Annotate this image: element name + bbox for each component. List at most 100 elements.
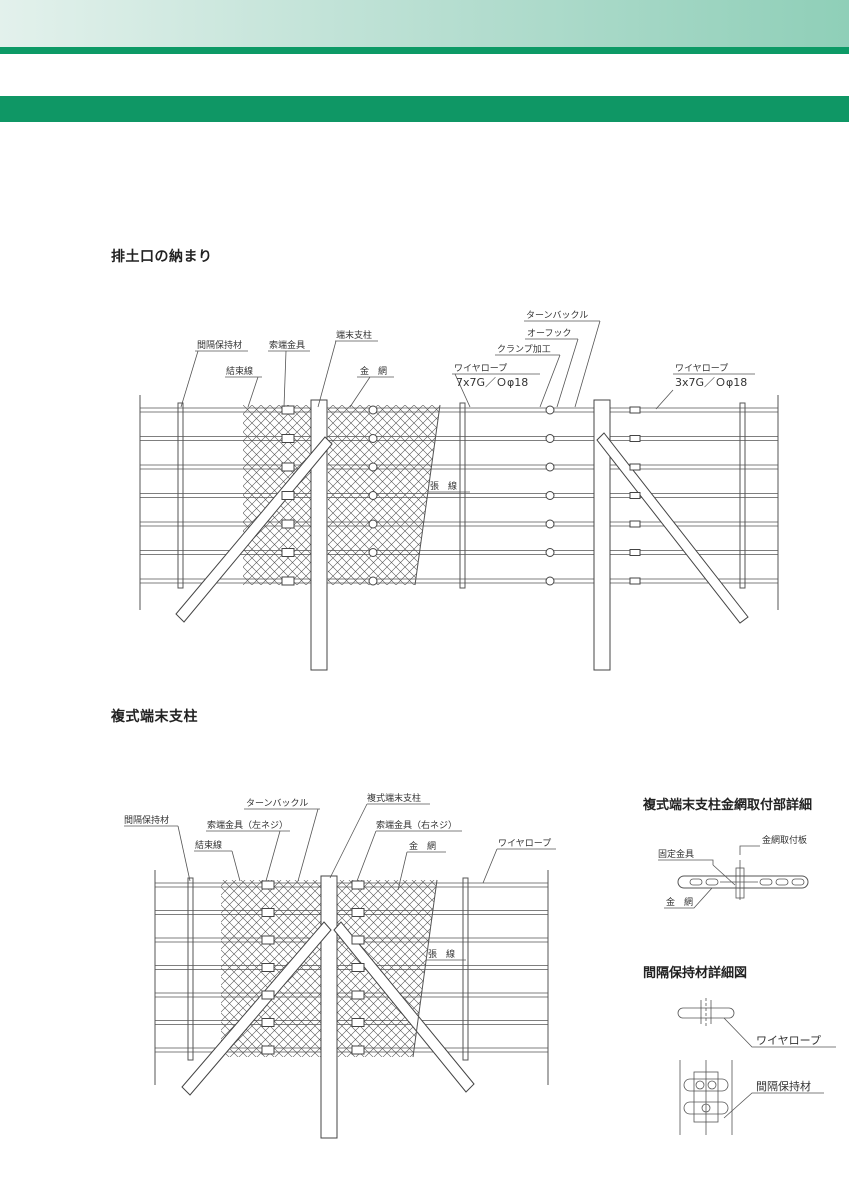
- label-clamp: クランプ加工: [497, 344, 551, 355]
- turnbuckle: [629, 549, 641, 556]
- rope-end-ring: [368, 519, 378, 529]
- o-hook-ring: [545, 576, 555, 586]
- label-mesh-plate: 金網取付板: [762, 834, 807, 846]
- o-hook-ring: [545, 434, 555, 443]
- rope-end-fitting: [281, 576, 295, 586]
- header-green-rule: [0, 47, 849, 54]
- section-green-bar: [0, 96, 849, 122]
- label-spacer: 間隔保持材: [197, 339, 242, 351]
- rope-end-ring: [368, 405, 378, 415]
- rope-end-fitting: [281, 434, 295, 443]
- detail1-title: 複式端末支柱金網取付部詳細: [643, 798, 813, 813]
- spacer-bar: [187, 877, 194, 1061]
- label-spacer: 間隔保持材: [124, 814, 169, 826]
- label-wire-rope-spec: 7x7G／Ｏφ18: [456, 376, 528, 389]
- turnbuckle: [629, 520, 641, 528]
- section1-drawing: 間隔保持材 結束線 索端金具 端末支柱 金 網 ワイヤロープ 7x7G／Ｏφ18…: [139, 310, 779, 671]
- rope-end-ring: [368, 491, 378, 500]
- spacer-bar: [739, 402, 746, 589]
- rope-end-fitting: [261, 1045, 275, 1055]
- turnbuckle: [629, 406, 641, 414]
- rope-end-fitting: [261, 1018, 275, 1027]
- label-tension-wire: 張 線: [430, 480, 457, 492]
- wire-mesh-panel-right: [328, 405, 440, 585]
- rope-end-ring: [368, 576, 378, 586]
- spacer-bar: [177, 402, 184, 589]
- rope-end-fitting: [351, 1045, 365, 1055]
- label-wire-rope: ワイヤロープ: [498, 838, 551, 849]
- rope-end-fitting: [351, 963, 365, 972]
- rope-end-fitting: [281, 462, 295, 472]
- rope-end-ring: [368, 462, 378, 472]
- o-hook-ring: [545, 405, 555, 415]
- brace-strut: [175, 436, 333, 623]
- section1-heading: 排土口の納まり: [111, 249, 213, 265]
- label-end-post: 端末支柱: [336, 329, 372, 341]
- turnbuckle: [629, 463, 641, 471]
- section2-drawing: 間隔保持材 結束線 索端金具（左ネジ） ターンバックル 複式端末支柱 索端金具（…: [124, 792, 556, 1139]
- o-hook-ring: [545, 548, 555, 557]
- label-wire-mesh: 金 網: [360, 365, 387, 377]
- brace-strut: [333, 921, 475, 1093]
- rope-end-fitting: [281, 405, 295, 415]
- o-hook-ring: [545, 491, 555, 500]
- detail2-title: 間隔保持材詳細図: [643, 966, 748, 981]
- spacer-bar: [462, 877, 469, 1061]
- rope-fittings: [261, 880, 365, 1055]
- label-binding-wire: 結束線: [226, 365, 253, 377]
- rope-end-fitting: [351, 1018, 365, 1027]
- label-rope-end-fitting: 索端金具: [269, 339, 305, 351]
- label-wire-mesh: 金 網: [666, 896, 693, 908]
- label-fixing-fitting: 固定金具: [658, 848, 694, 860]
- tension-wire: [414, 404, 441, 586]
- label-wire-mesh: 金 網: [409, 840, 436, 852]
- double-end-post: [320, 875, 338, 1139]
- label-rope-end-right: 索端金具（右ネジ）: [376, 819, 457, 831]
- end-post: [593, 399, 611, 671]
- detail1-drawing: 金網取付板 固定金具 金 網: [658, 834, 809, 909]
- turnbuckle: [629, 435, 641, 442]
- rope-end-fitting: [261, 963, 275, 972]
- rope-end-fitting: [351, 990, 365, 1000]
- label-o-hook: オーフック: [527, 328, 571, 339]
- rope-end-fitting: [351, 880, 365, 890]
- turnbuckle: [629, 492, 641, 499]
- label-binding-wire: 結束線: [195, 839, 222, 851]
- wire-rope-lines: [140, 407, 778, 584]
- rope-section: [677, 875, 809, 889]
- rope-end-fitting: [261, 880, 275, 890]
- rope-end-ring: [368, 434, 378, 443]
- brace-strut: [596, 432, 749, 624]
- turnbuckle: [629, 577, 641, 585]
- rope-end-fitting: [261, 990, 275, 1000]
- tension-wire: [412, 879, 438, 1058]
- rope-end-fitting: [351, 908, 365, 917]
- label-wire-rope-right-spec: 3x7G／Ｏφ18: [675, 376, 747, 389]
- brace-strut: [181, 921, 332, 1096]
- o-hook-ring: [545, 462, 555, 472]
- label-turnbuckle: ターンバックル: [246, 798, 308, 809]
- rope-end-fitting: [281, 491, 295, 500]
- label-spacer: 間隔保持材: [756, 1079, 811, 1093]
- label-wire-rope: ワイヤロープ: [454, 363, 507, 374]
- rope-end-fitting: [281, 548, 295, 557]
- rope-end-fitting: [261, 935, 275, 945]
- rope-fittings: [281, 405, 641, 586]
- label-rope-end-left: 索端金具（左ネジ）: [207, 819, 288, 831]
- label-wire-rope-right: ワイヤロープ: [675, 363, 728, 374]
- label-wire-rope: ワイヤロープ: [756, 1034, 821, 1047]
- rope-end-fitting: [261, 908, 275, 917]
- label-turnbuckle: ターンバックル: [526, 310, 588, 321]
- end-post: [310, 399, 328, 671]
- o-hook-ring: [545, 519, 555, 529]
- detail2-drawing: ワイヤロープ 間隔保持材: [677, 998, 836, 1135]
- spacer-bar: [459, 402, 466, 589]
- header-gradient-band: [0, 0, 849, 47]
- label-tension-wire: 張 線: [428, 948, 455, 960]
- rope-end-ring: [368, 548, 378, 557]
- rope-end-fitting: [281, 519, 295, 529]
- label-double-end-post: 複式端末支柱: [367, 792, 421, 804]
- rope-end-fitting: [351, 935, 365, 945]
- section2-heading: 複式端末支柱: [111, 709, 198, 725]
